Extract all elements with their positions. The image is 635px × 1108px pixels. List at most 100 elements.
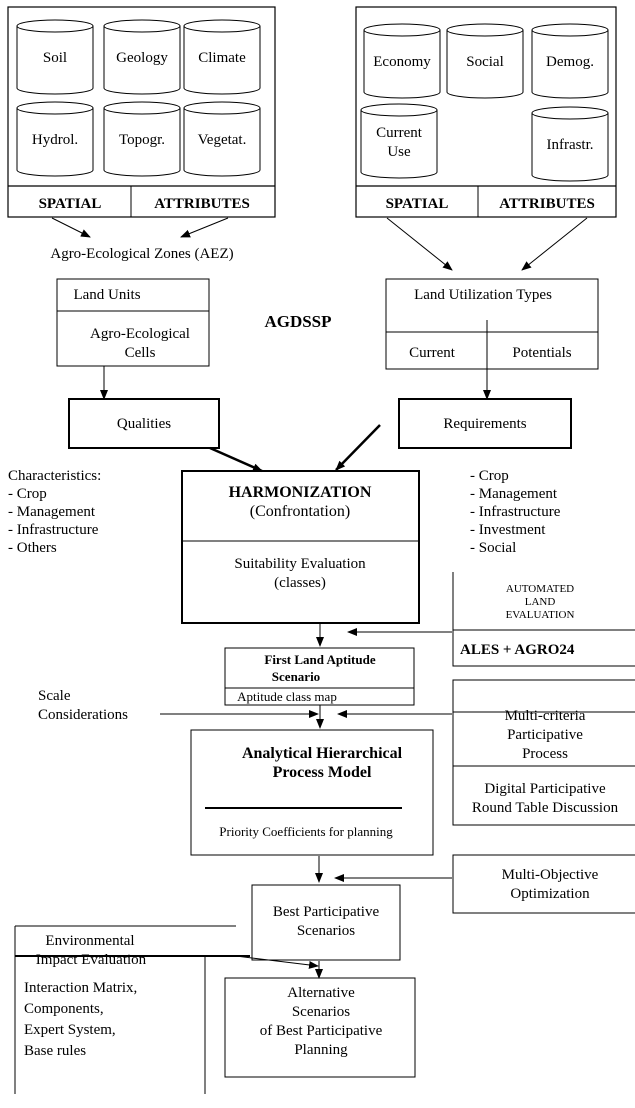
best-line1: Best Participative: [273, 904, 380, 920]
cylinder-label: Geology: [116, 50, 168, 66]
env-item: Base rules: [24, 1043, 86, 1059]
hydrology-db: Hydrol.: [16, 101, 94, 177]
aptitude-map-label: Aptitude class map: [237, 689, 337, 704]
geology-db: Geology: [103, 19, 181, 95]
req-item: - Social: [470, 540, 516, 556]
suitability-line2: (classes): [274, 575, 326, 591]
char-item: - Others: [8, 540, 57, 556]
char-item: - Management: [8, 504, 96, 520]
env-title-line1: Environmental: [45, 933, 134, 949]
requirements-list: - Crop - Management - Infrastructure - I…: [470, 468, 561, 556]
vegetation-db: Vegetat.: [183, 101, 261, 177]
scale-line1: Scale: [38, 688, 71, 704]
char-item: - Infrastructure: [8, 522, 99, 538]
topography-db: Topogr.: [103, 101, 181, 177]
cylinder-label: Soil: [43, 50, 67, 66]
spatial-db-left: SPATIAL ATTRIBUTES: [7, 6, 276, 218]
left-attributes-label: ATTRIBUTES: [154, 196, 250, 212]
env-item: Expert System,: [24, 1022, 116, 1038]
env-title-line2: Impact Evaluation: [36, 952, 147, 968]
social-db: Social: [446, 23, 524, 99]
multiobjective-box: Multi-Objective Optimization: [452, 854, 635, 914]
auto-line3: EVALUATION: [506, 609, 575, 621]
multicriteria-line1: Multi-criteria: [505, 708, 586, 724]
spatial-db-right: SPATIAL ATTRIBUTES: [355, 6, 617, 218]
alt-line4: Planning: [294, 1042, 348, 1058]
lut-box: Land Utilization Types Current Potential…: [385, 278, 599, 370]
cylinder-label: Topogr.: [119, 132, 165, 148]
req-item: - Management: [470, 486, 558, 502]
land-units-box: Land Units Agro-Ecological Cells: [56, 278, 210, 367]
lut-current: Current: [409, 345, 456, 361]
ales-agro24: ALES + AGRO24: [460, 642, 575, 658]
qualities-label: Qualities: [117, 416, 171, 432]
best-line2: Scenarios: [297, 923, 355, 939]
cylinder-label: Current: [376, 125, 423, 141]
qualities-box: Qualities: [68, 398, 220, 449]
requirements-label: Requirements: [443, 416, 526, 432]
req-item: - Infrastructure: [470, 504, 561, 520]
first-scenario-box: First Land Aptitude Scenario Aptitude cl…: [224, 647, 415, 706]
env-item: Components,: [24, 1001, 104, 1017]
multicriteria-box: Multi-criteria Participative Process: [452, 679, 635, 767]
characteristics-title: Characteristics:: [8, 468, 101, 484]
auto-line1: AUTOMATED: [506, 583, 574, 595]
cylinder-label: Infrastr.: [546, 137, 593, 153]
digital-roundtable-box: Digital Participative Round Table Discus…: [452, 766, 635, 826]
char-item: - Crop: [8, 486, 47, 502]
left-spatial-label: SPATIAL: [39, 196, 102, 212]
aez-label: Agro-Ecological Zones (AEZ): [50, 246, 233, 262]
demography-db: Demog.: [531, 23, 609, 99]
digital-line1: Digital Participative: [484, 781, 606, 797]
agro-cells-line2: Cells: [125, 345, 156, 361]
cylinder-label: Demog.: [546, 54, 594, 70]
climate-db: Climate: [183, 19, 261, 95]
env-item: Interaction Matrix,: [24, 980, 137, 996]
environmental-impact-box: Environmental Impact Evaluation Interact…: [14, 925, 250, 1094]
first-scenario-line1: First Land Aptitude: [264, 652, 375, 667]
ahp-line2: Process Model: [273, 764, 372, 781]
alt-line2: Scenarios: [292, 1004, 350, 1020]
cylinder-label: Climate: [198, 50, 246, 66]
right-attributes-label: ATTRIBUTES: [499, 196, 595, 212]
ahp-box: Analytical Hierarchical Process Model Pr…: [190, 729, 434, 856]
multiobjective-line2: Optimization: [510, 886, 590, 902]
cylinder-label: Economy: [373, 54, 431, 70]
best-scenarios-box: Best Participative Scenarios: [251, 884, 401, 961]
cylinder-label: Use: [387, 144, 411, 160]
harmonization-title: HARMONIZATION: [229, 484, 372, 501]
alt-line1: Alternative: [287, 985, 355, 1001]
cylinder-label: Hydrol.: [32, 132, 78, 148]
suitability-line1: Suitability Evaluation: [234, 556, 366, 572]
priority-label: Priority Coefficients for planning: [219, 824, 393, 839]
lut-potentials: Potentials: [512, 345, 571, 361]
multiobjective-line1: Multi-Objective: [502, 867, 599, 883]
req-item: - Crop: [470, 468, 509, 484]
automated-evaluation-box: AUTOMATED LAND EVALUATION ALES + AGRO24: [452, 572, 635, 667]
harmonization-sub: (Confrontation): [250, 503, 350, 520]
agdssp-label: AGDSSP: [264, 312, 331, 331]
req-item: - Investment: [470, 522, 546, 538]
cylinder-label: Vegetat.: [198, 132, 247, 148]
digital-line2: Round Table Discussion: [472, 800, 619, 816]
characteristics-list: Characteristics: - Crop - Management - I…: [8, 468, 101, 556]
requirements-box: Requirements: [398, 398, 572, 449]
harmonization-box: HARMONIZATION (Confrontation) Suitabilit…: [181, 470, 420, 624]
multicriteria-line2: Participative: [507, 727, 583, 743]
first-scenario-line2: Scenario: [272, 669, 320, 684]
agro-cells-line1: Agro-Ecological: [90, 326, 190, 342]
auto-line2: LAND: [525, 596, 556, 608]
scale-line2: Considerations: [38, 707, 128, 723]
land-units-title: Land Units: [73, 287, 140, 303]
ahp-line1: Analytical Hierarchical: [242, 745, 403, 762]
economy-db: Economy: [363, 23, 441, 99]
infrastructure-db: Infrastr.: [531, 106, 609, 182]
soil-db: Soil: [16, 19, 94, 95]
alt-line3: of Best Participative: [260, 1023, 383, 1039]
lut-title: Land Utilization Types: [414, 287, 552, 303]
cylinder-label: Social: [466, 54, 504, 70]
alternative-scenarios-box: Alternative Scenarios of Best Participat…: [224, 977, 416, 1078]
multicriteria-line3: Process: [522, 746, 568, 762]
